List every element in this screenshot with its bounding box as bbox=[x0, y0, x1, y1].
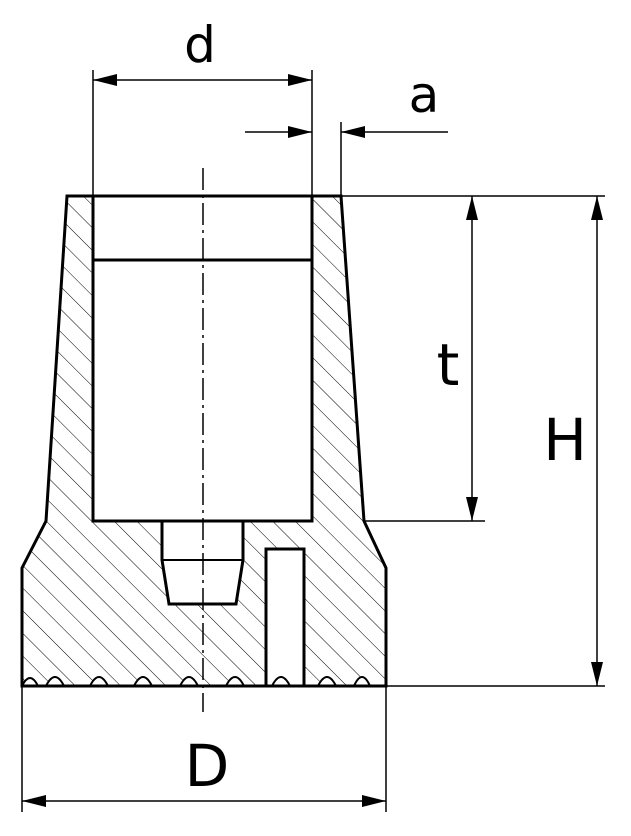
dimension-H: H bbox=[386, 196, 605, 687]
slot bbox=[264, 547, 306, 688]
label-H: H bbox=[543, 406, 587, 474]
dimension-D: D bbox=[21, 686, 387, 812]
label-t: t bbox=[437, 331, 460, 399]
dimension-d: d bbox=[92, 16, 313, 196]
dimension-t: t bbox=[341, 195, 605, 522]
body-section bbox=[20, 194, 388, 688]
label-a: a bbox=[409, 66, 440, 124]
label-D: D bbox=[185, 732, 230, 800]
label-d: d bbox=[184, 16, 216, 74]
grip-teeth bbox=[21, 676, 371, 687]
dimension-a: a bbox=[245, 66, 448, 196]
